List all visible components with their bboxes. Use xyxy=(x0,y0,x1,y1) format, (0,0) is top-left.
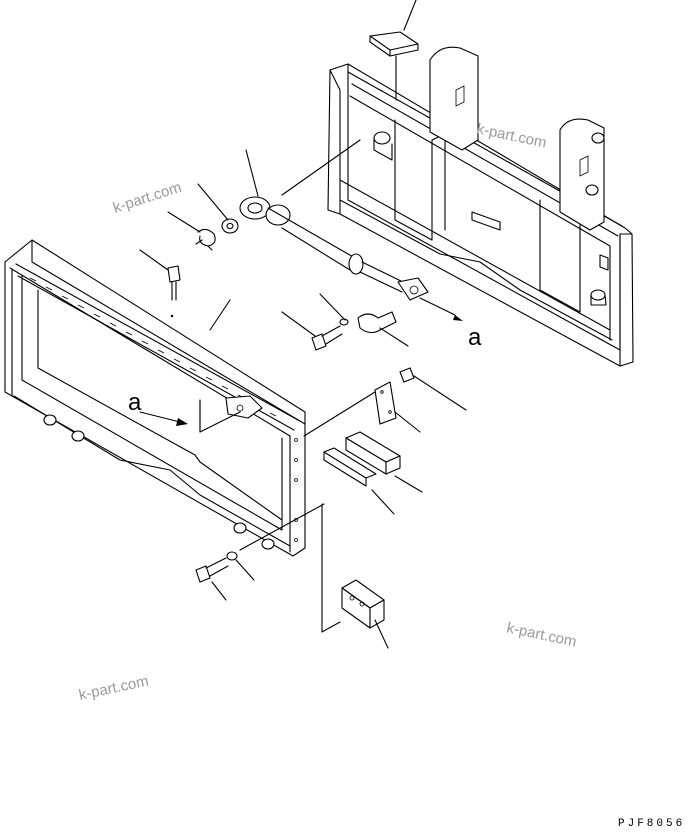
watermark-1: k-part.com xyxy=(111,179,184,217)
drawing-code: PJF8056 xyxy=(618,818,685,830)
watermark-3: k-part.com xyxy=(505,619,578,650)
snap-ring-and-washer xyxy=(167,183,239,251)
wear-pads xyxy=(321,431,423,649)
side-shift-cylinder xyxy=(239,139,463,321)
rear-carriage-frame xyxy=(327,31,634,367)
leader-line-cylinder xyxy=(245,149,259,197)
view-arrow-a xyxy=(139,399,201,433)
front-fork-frame xyxy=(4,239,306,557)
view-label-left: a xyxy=(128,389,142,416)
watermark-4: k-part.com xyxy=(77,673,150,704)
bolt-washer-pin-set xyxy=(281,293,409,351)
leader-line-frame xyxy=(209,299,231,331)
bolt-and-plate xyxy=(303,367,467,437)
leader-line-top xyxy=(403,0,417,31)
view-label-right: a xyxy=(468,324,482,351)
lower-bolt-washer xyxy=(195,503,325,601)
grease-fitting xyxy=(139,249,181,318)
watermark-2: k-part.com xyxy=(475,120,548,151)
